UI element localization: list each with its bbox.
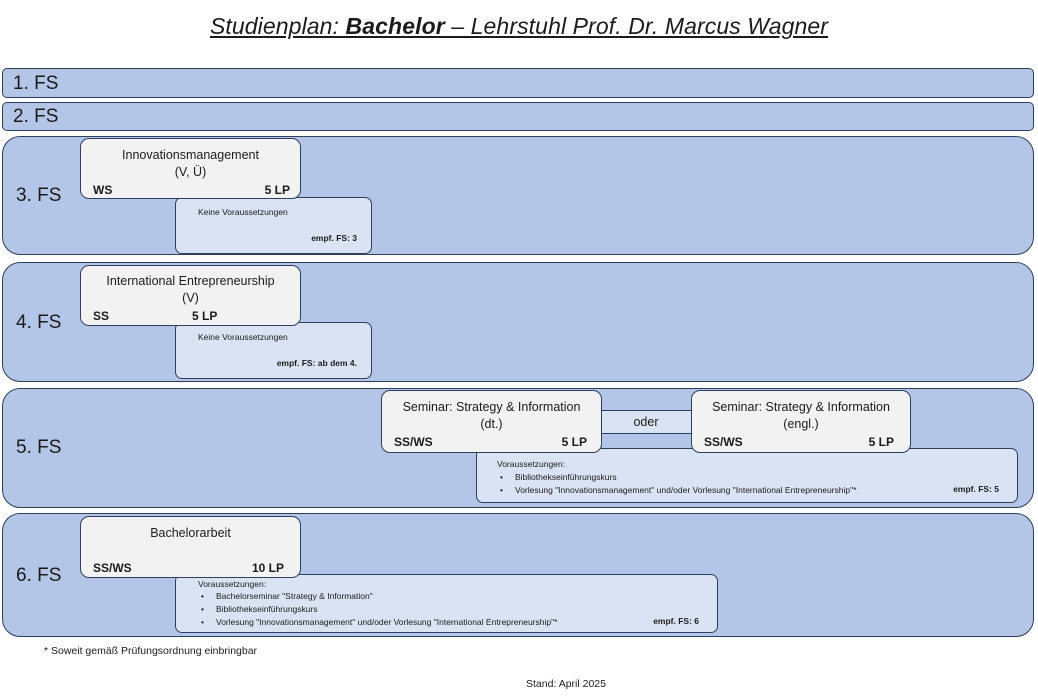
title-suffix: – Lehrstuhl Prof. Dr. Marcus Wagner — [444, 13, 829, 39]
course-seminar-de: Seminar: Strategy & Information (dt.) SS… — [381, 390, 602, 453]
requirements-list: Bibliothekseinführungskurs Vorlesung "In… — [497, 471, 856, 497]
requirements-text: Keine Voraussetzungen — [198, 332, 288, 342]
requirements-list: Bachelorseminar "Strategy & Information"… — [198, 590, 557, 629]
course-seminar-en: Seminar: Strategy & Information (engl.) … — [691, 390, 911, 453]
semester-label: 5. FS — [16, 437, 62, 458]
recommended-semester: empf. FS: 5 — [953, 484, 999, 494]
semester-label: 1. FS — [13, 73, 59, 94]
course-semester: SS/WS — [93, 561, 132, 575]
recommended-semester: empf. FS: ab dem 4. — [276, 358, 357, 368]
status-date: Stand: April 2025 — [526, 678, 606, 690]
semester-label: 3. FS — [16, 185, 62, 206]
recommended-semester: empf. FS: 6 — [653, 616, 699, 626]
semester-label: 4. FS — [16, 312, 62, 333]
course-bachelorarbeit: Bachelorarbeit SS/WS 10 LP — [80, 516, 301, 578]
course-semester: SS/WS — [704, 435, 743, 449]
requirements-text: Keine Voraussetzungen — [198, 207, 288, 217]
or-connector: oder — [598, 410, 694, 434]
course-type: (V, Ü) — [174, 165, 207, 179]
course-credits: 5 LP — [192, 309, 218, 323]
course-name: Seminar: Strategy & Information — [712, 400, 890, 414]
title-bold: Bachelor — [345, 13, 445, 39]
requirements-heading: Voraussetzungen: — [497, 459, 566, 469]
requirements-box-fs4: Keine Voraussetzungen empf. FS: ab dem 4… — [175, 322, 372, 379]
course-name: Seminar: Strategy & Information — [402, 400, 581, 414]
requirements-heading: Voraussetzungen: — [198, 579, 267, 589]
footnote: * Soweit gemäß Prüfungsordnung einbringb… — [44, 645, 258, 657]
course-type: (dt.) — [480, 417, 503, 431]
requirement-item: Vorlesung "Innovationsmanagement" und/od… — [198, 616, 557, 629]
requirements-box-fs5: Voraussetzungen: Bibliothekseinführungsk… — [476, 448, 1018, 503]
course-credits: 5 LP — [868, 435, 894, 449]
course-type: (engl.) — [783, 417, 819, 431]
requirements-box-fs6: Voraussetzungen: Bachelorseminar "Strate… — [175, 574, 718, 633]
course-name: International Entrepreneurship — [106, 274, 275, 288]
requirements-box-fs3: Keine Voraussetzungen empf. FS: 3 — [175, 197, 372, 254]
recommended-semester: empf. FS: 3 — [311, 233, 357, 243]
course-innovationsmanagement: Innovationsmanagement (V, Ü) WS 5 LP — [80, 138, 301, 199]
requirement-item: Bachelorseminar "Strategy & Information" — [198, 590, 557, 603]
course-semester: WS — [93, 183, 113, 197]
course-credits: 5 LP — [561, 435, 587, 449]
semester-label: 2. FS — [13, 106, 59, 127]
semester-band-1: 1. FS — [2, 68, 1034, 98]
course-name: Innovationsmanagement — [122, 148, 259, 162]
course-credits: 10 LP — [251, 561, 284, 575]
course-type: (V) — [182, 291, 199, 305]
requirement-item: Vorlesung "Innovationsmanagement" und/od… — [497, 484, 856, 497]
course-international-entrepreneurship: International Entrepreneurship (V) SS 5 … — [80, 265, 301, 326]
semester-band-2: 2. FS — [2, 102, 1034, 131]
semester-label: 6. FS — [16, 565, 62, 586]
requirement-item: Bibliothekseinführungskurs — [198, 603, 557, 616]
page-title: Studienplan: Bachelor – Lehrstuhl Prof. … — [0, 13, 1038, 40]
course-name: Bachelorarbeit — [150, 526, 231, 540]
course-credits: 5 LP — [264, 183, 290, 197]
course-semester: SS/WS — [394, 435, 433, 449]
course-semester: SS — [93, 309, 110, 323]
title-prefix: Studienplan: — [209, 13, 346, 39]
requirement-item: Bibliothekseinführungskurs — [497, 471, 856, 484]
